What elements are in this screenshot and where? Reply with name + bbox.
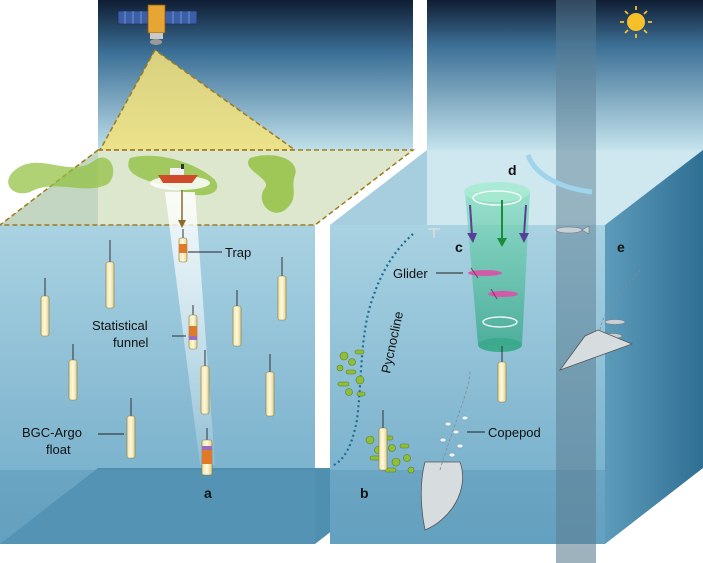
satellite-footprint — [100, 50, 295, 150]
satellite-icon — [117, 4, 198, 45]
side-arrow — [523, 204, 527, 236]
eddy-cylinder — [464, 182, 530, 352]
side-arrow — [469, 204, 473, 236]
right-side-face — [605, 150, 703, 544]
bgc-argo-float — [68, 344, 78, 401]
funnel-label: funnel — [113, 335, 149, 350]
bgc-argo-float — [126, 398, 136, 459]
fish-icon — [555, 225, 590, 235]
left-panel: Trap Statistical funnel — [0, 0, 416, 544]
funnel-bottom-float — [201, 428, 213, 476]
bgc-argo-float — [40, 278, 50, 337]
bgc-argo-label: BGC-Argo — [22, 425, 82, 440]
float-label: float — [46, 442, 71, 457]
bgc-argo-float — [232, 290, 242, 347]
pycnocline-line — [331, 233, 414, 467]
statistical-label: Statistical — [92, 318, 148, 333]
panel-label-b: b — [360, 485, 369, 501]
copepod-label: Copepod — [488, 425, 541, 440]
bgc-argo-float — [497, 346, 507, 403]
panel-label-e: e — [617, 239, 625, 255]
panel-label-a: a — [204, 485, 212, 501]
statistical-funnel-float — [188, 305, 198, 350]
glider-icon — [468, 267, 502, 279]
bloom-patch — [8, 157, 114, 194]
sun-icon — [620, 6, 652, 38]
bloom-patch — [248, 155, 296, 213]
bgc-argo-float — [105, 240, 115, 309]
trawl-net — [420, 461, 463, 531]
small-drone-icon — [428, 228, 440, 238]
bgc-argo-float — [378, 410, 388, 471]
phytoplankton-cluster — [365, 435, 415, 474]
phytoplankton-cluster — [336, 349, 366, 397]
ship-icon — [150, 164, 210, 190]
bgc-argo-float — [265, 354, 275, 417]
panel-label-c: c — [455, 239, 463, 255]
bgc-argo-float — [277, 257, 287, 321]
glider-icon — [488, 288, 518, 300]
copepod-icon — [439, 415, 469, 458]
trawl-net — [558, 329, 634, 371]
glider-label: Glider — [393, 266, 428, 281]
bgc-argo-float — [200, 350, 210, 415]
surface-wave — [525, 154, 593, 195]
footprint-outline — [0, 149, 416, 226]
trap-icon — [178, 229, 188, 263]
right-panel: Glider Pycnocline — [330, 0, 703, 563]
panel-label-d: d — [508, 162, 517, 178]
trap-label: Trap — [225, 245, 251, 260]
diel-migration-column — [556, 0, 596, 563]
